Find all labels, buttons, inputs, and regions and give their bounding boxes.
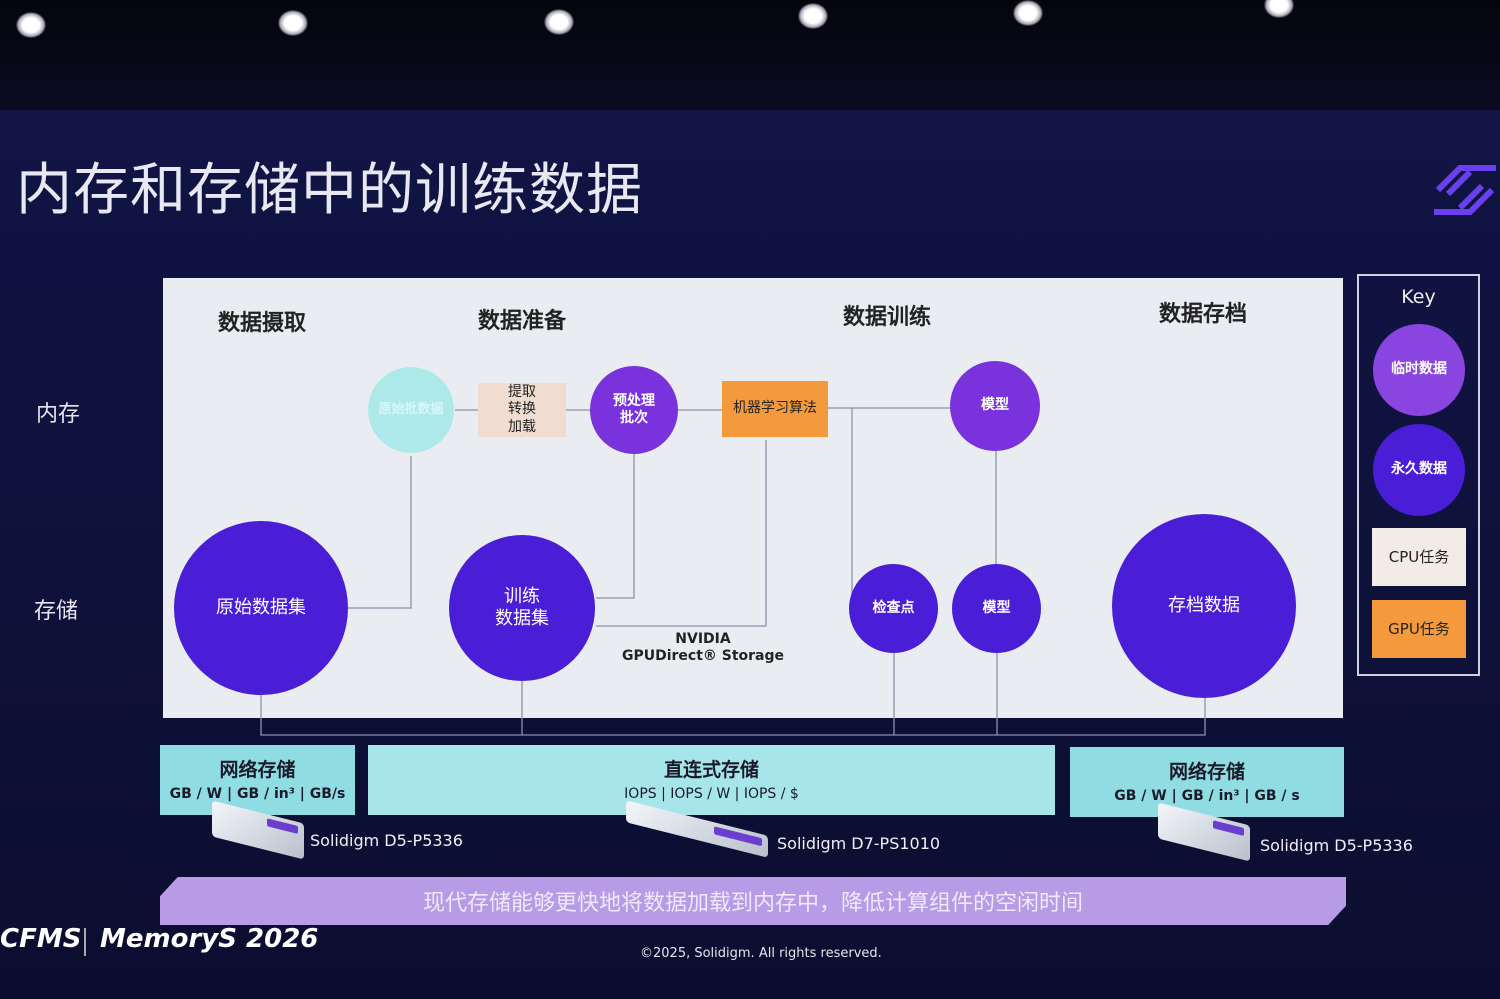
legend-title: Key [1401,286,1436,308]
raw-dataset-node: 原始数据集 [174,521,348,695]
ml-algorithm-gpu-task: 机器学习算法 [722,381,828,437]
stage-background [0,0,1500,110]
memorys-logo: MemoryS 2026 [100,924,319,954]
legend-key: Key 临时数据 永久数据 CPU任务 GPU任务 [1357,274,1480,676]
raw-batch-node: 原始批数据 [368,367,454,453]
stage-light [544,9,574,35]
network-storage-bar-right: 网络存储 GB / W | GB / in³ | GB / s [1070,747,1344,817]
row-label-memory: 内存 [36,402,81,427]
checkpoint-node: 检查点 [849,564,938,653]
legend-temporary-data: 临时数据 [1373,324,1465,416]
row-label-storage: 存储 [34,599,79,624]
slide-title: 内存和存储中的训练数据 [16,158,643,223]
gds-line2: GPUDirect® Storage [621,647,785,664]
product-label: Solidigm D7-PS1010 [777,834,941,853]
bar-metrics: GB / W | GB / in³ | GB / s [1114,788,1300,804]
stage-light [278,10,308,36]
stage-light [16,12,46,38]
stage-light [1264,0,1294,18]
column-header-training: 数据训练 [842,305,932,330]
product-label: Solidigm D5-P5336 [310,831,463,850]
stage-light [1013,0,1043,26]
column-header-ingest: 数据摄取 [217,311,307,336]
copyright: ©2025, Solidigm. All rights reserved. [640,946,882,961]
bar-title: 网络存储 [1168,761,1245,783]
cfms-logo: CFMS [0,924,82,954]
column-header-archive: 数据存档 [1158,302,1248,327]
direct-attached-storage-bar: 直连式存储 IOPS | IOPS / W | IOPS / $ [368,745,1055,815]
stage-light [798,3,828,29]
column-header-prep: 数据准备 [477,309,567,334]
product-label: Solidigm D5-P5336 [1260,836,1413,855]
bar-metrics: GB / W | GB / in³ | GB/s [169,786,346,802]
gds-line1: NVIDIA [675,631,731,647]
legend-gpu-task: GPU任务 [1372,600,1466,658]
archive-data-node: 存档数据 [1112,514,1296,698]
bar-metrics: IOPS | IOPS / W | IOPS / $ [624,786,799,802]
legend-persistent-data: 永久数据 [1373,424,1465,516]
training-dataset-node: 训练 数据集 [449,535,595,681]
network-storage-bar-left: 网络存储 GB / W | GB / in³ | GB/s [160,745,355,815]
gpudirect-storage-label: NVIDIA GPUDirect® Storage [603,631,803,665]
model-storage-node: 模型 [952,564,1041,653]
preprocessed-batch-node: 预处理 批次 [590,366,678,454]
bar-title: 直连式存储 [663,759,759,781]
legend-cpu-task: CPU任务 [1372,528,1466,586]
solidigm-logo-icon [1434,165,1496,215]
model-memory-node: 模型 [950,361,1040,451]
etl-cpu-task: 提取 转换 加载 [478,383,566,437]
logo-divider [84,928,86,956]
bar-title: 网络存储 [219,759,296,781]
summary-banner: 现代存储能够更快地将数据加载到内存中，降低计算组件的空闲时间 [160,877,1346,925]
